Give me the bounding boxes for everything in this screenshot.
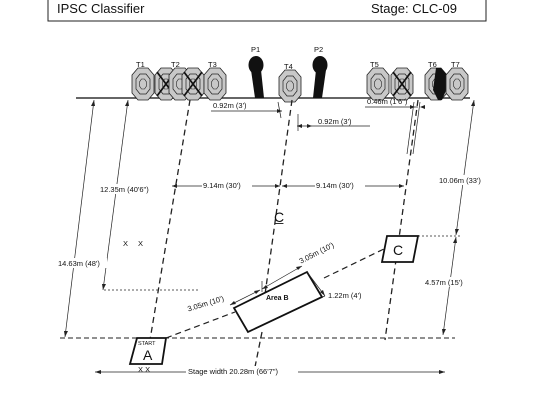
- dim-right-lane: 9.14m (30'): [282, 180, 404, 190]
- dim-area-b-width: 1.22m (4'): [306, 271, 362, 300]
- target-t3-label: T3: [208, 60, 217, 69]
- dim-left-lane-text: 9.14m (30'): [203, 181, 241, 190]
- header-title-left: IPSC Classifier: [57, 1, 145, 16]
- dim-right-depth-top: 10.06m (33'): [438, 99, 486, 236]
- target-t6: T6: [424, 60, 448, 101]
- area-c-label: C: [393, 242, 403, 258]
- area-b-label: Area B: [266, 295, 289, 302]
- svg-text:X: X: [123, 239, 128, 248]
- target-t7: T7: [445, 60, 469, 101]
- popper-p2: P2: [312, 45, 328, 98]
- dim-left-depth-outer-text: 14.63m (48'): [58, 259, 100, 268]
- dim-gap-t4-p2: 0.92m (3'): [297, 114, 370, 131]
- target-t4: T4: [278, 62, 302, 103]
- target-t3: T3: [203, 60, 227, 101]
- dim-gap-t3-t4-text: 0.92m (3'): [213, 101, 247, 110]
- centerline-text: C̲: [274, 209, 284, 225]
- dashed-lane-lines: [149, 99, 419, 373]
- centerline-symbol: C̲: [274, 209, 284, 225]
- target-t6-label: T6: [428, 60, 437, 69]
- header-title-right: Stage: CLC-09: [371, 1, 457, 16]
- dim-gap-t4-p2-text: 0.92m (3'): [318, 117, 352, 126]
- dim-left-depth-outer: 14.63m (48'): [57, 99, 107, 338]
- target-t2-label: T2: [171, 60, 180, 69]
- dim-right-depth-bottom: 4.57m (15'): [424, 236, 470, 336]
- dim-right-lane-text: 9.14m (30'): [316, 181, 354, 190]
- dim-gap-t5-t6-text: 0.46m (1'6"): [367, 97, 408, 106]
- target-t1: T1: [131, 60, 155, 101]
- area-c: C: [380, 235, 420, 263]
- svg-text:X: X: [138, 239, 143, 248]
- target-t2: T2: [168, 60, 192, 101]
- dim-stage-width: Stage width 20.28m (66'7"): [95, 366, 445, 376]
- dim-area-b-width-text: 1.22m (4'): [328, 291, 362, 300]
- dim-area-b-lower-text: 3.05m (10'): [186, 294, 225, 314]
- area-a-label: A: [143, 347, 153, 363]
- dim-area-b-upper-text: 3.05m (10'): [298, 240, 336, 265]
- area-b: Area B: [232, 270, 324, 334]
- dim-gap-t3-t4: 0.92m (3'): [211, 101, 282, 119]
- popper-p2-label: P2: [314, 45, 323, 54]
- dim-left-depth-inner-text: 12.35m (40'6"): [100, 185, 149, 194]
- svg-text:X X: X X: [138, 365, 150, 374]
- popper-p1-label: P1: [251, 45, 260, 54]
- target-t5-label: T5: [370, 60, 379, 69]
- no-shoot-nt2: [181, 67, 205, 101]
- dim-right-depth-bottom-text: 4.57m (15'): [425, 278, 463, 287]
- no-shoot-nt5: [390, 67, 414, 101]
- target-t1-label: T1: [136, 60, 145, 69]
- start-box-a: START A X X: [128, 337, 168, 374]
- dim-left-lane: 9.14m (30'): [172, 180, 280, 190]
- target-t5: T5: [366, 60, 390, 101]
- dim-stage-width-text: Stage width 20.28m (66'7"): [188, 367, 278, 376]
- start-label: START: [138, 341, 156, 347]
- x-markers: X X: [123, 239, 143, 248]
- target-t7-label: T7: [451, 60, 460, 69]
- popper-p1: P1: [248, 45, 264, 98]
- dim-left-depth-inner: 12.35m (40'6"): [98, 99, 156, 291]
- dim-gap-t5-t6: 0.46m (1'6"): [365, 97, 425, 155]
- header-box: IPSC Classifier Stage: CLC-09: [47, 0, 487, 22]
- target-t4-label: T4: [284, 62, 293, 71]
- diagonal-path: [165, 246, 389, 339]
- dim-right-depth-top-text: 10.06m (33'): [439, 176, 481, 185]
